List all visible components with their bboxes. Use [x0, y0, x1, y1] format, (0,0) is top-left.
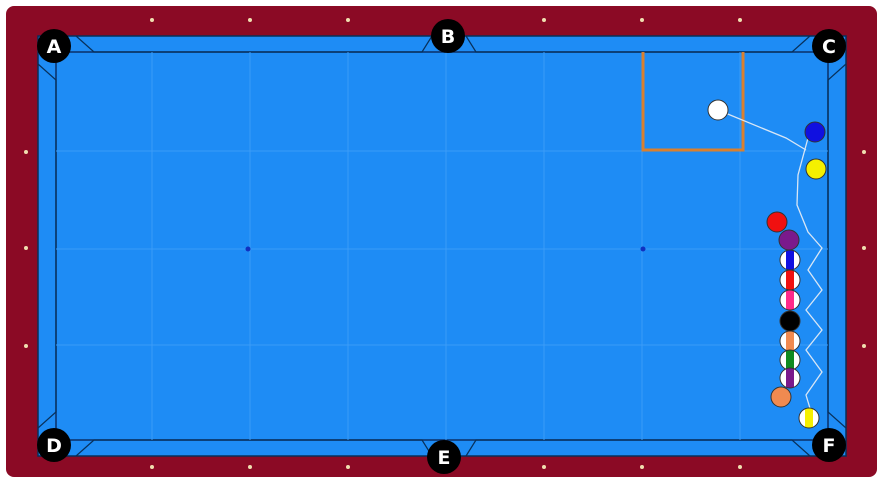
diamond — [346, 18, 350, 22]
diamond — [24, 246, 28, 250]
ball-4-purple-body — [779, 230, 799, 250]
ball-1-yellow-body — [806, 159, 826, 179]
ball-4-purple[interactable] — [779, 230, 799, 250]
pocket-e[interactable]: E — [427, 440, 461, 474]
ball-pink-stripe[interactable] — [780, 290, 800, 310]
foot-spot — [641, 247, 646, 252]
diamond — [150, 465, 154, 469]
diamond — [24, 344, 28, 348]
ball-9-yellow-stripe[interactable] — [799, 408, 819, 428]
ball-2-blue[interactable] — [805, 122, 825, 142]
pocket-a[interactable]: A — [37, 29, 71, 63]
diamond — [248, 465, 252, 469]
ball-9-yellow-stripe-stripe — [805, 408, 813, 428]
ball-3-red[interactable] — [767, 212, 787, 232]
pocket-b[interactable]: B — [431, 19, 465, 53]
ball-8-black-body — [780, 311, 800, 331]
ball-14-green-stripe-stripe — [786, 350, 794, 370]
ball-10-blue-stripe-stripe — [786, 250, 794, 270]
pocket-label-c: C — [822, 36, 836, 58]
diamond — [640, 465, 644, 469]
diamond — [862, 150, 866, 154]
ball-3-red-body — [767, 212, 787, 232]
pocket-label-b: B — [441, 26, 455, 48]
ball-11-red-stripe-stripe — [786, 270, 794, 290]
ball-10-blue-stripe[interactable] — [780, 250, 800, 270]
cue-ball-body — [708, 100, 728, 120]
diamond — [24, 150, 28, 154]
diamond — [150, 18, 154, 22]
diamond — [640, 18, 644, 22]
ball-13-orange-stripe-stripe — [786, 331, 794, 351]
diamond — [542, 465, 546, 469]
ball-12-purple-stripe-stripe — [786, 368, 794, 388]
ball-14-green-stripe[interactable] — [780, 350, 800, 370]
ball-1-yellow[interactable] — [806, 159, 826, 179]
diamond — [862, 246, 866, 250]
diamond — [542, 18, 546, 22]
diamond — [738, 18, 742, 22]
ball-12-purple-stripe[interactable] — [780, 368, 800, 388]
ball-pink-stripe-stripe — [786, 290, 794, 310]
ball-13-orange-stripe[interactable] — [780, 331, 800, 351]
ball-11-red-stripe[interactable] — [780, 270, 800, 290]
pocket-label-e: E — [438, 447, 451, 469]
diamond — [862, 344, 866, 348]
pocket-label-a: A — [47, 36, 62, 58]
pocket-c[interactable]: C — [812, 29, 846, 63]
ball-5-orange-body — [771, 387, 791, 407]
pocket-label-f: F — [823, 435, 836, 457]
cue-ball[interactable] — [708, 100, 728, 120]
ball-8-black[interactable] — [780, 311, 800, 331]
ball-5-orange[interactable] — [771, 387, 791, 407]
diamond — [248, 18, 252, 22]
diamond — [738, 465, 742, 469]
head-spot — [246, 247, 251, 252]
pocket-label-d: D — [46, 435, 62, 457]
pocket-f[interactable]: F — [812, 428, 846, 462]
diamond — [346, 465, 350, 469]
pocket-d[interactable]: D — [37, 428, 71, 462]
ball-2-blue-body — [805, 122, 825, 142]
